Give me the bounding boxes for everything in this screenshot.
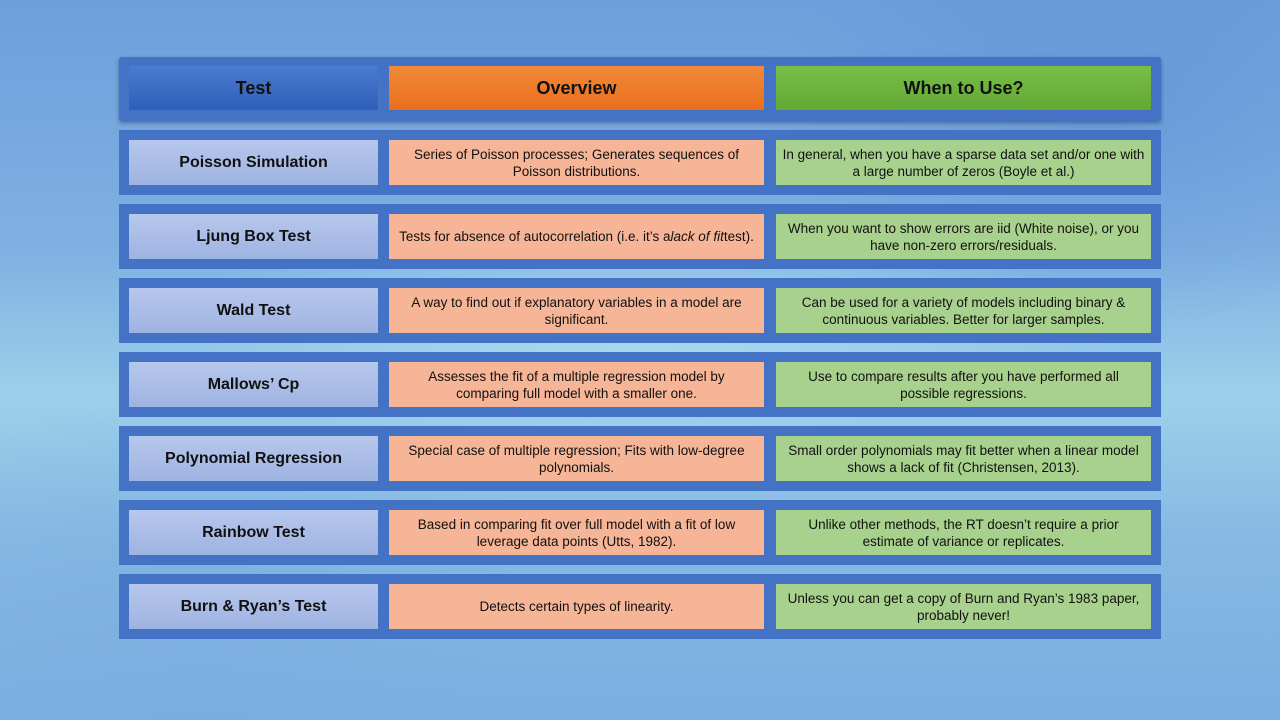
row-overview: Assesses the fit of a multiple regressio… xyxy=(389,362,764,407)
row-when-to-use: When you want to show errors are iid (Wh… xyxy=(776,214,1151,259)
row-when-to-use: In general, when you have a sparse data … xyxy=(776,140,1151,185)
row-test-name: Poisson Simulation xyxy=(129,140,378,185)
row-overview: A way to find out if explanatory variabl… xyxy=(389,288,764,333)
header-when-to-use: When to Use? xyxy=(776,66,1151,110)
row-overview: Tests for absence of autocorrelation (i.… xyxy=(389,214,764,259)
header-overview: Overview xyxy=(389,66,764,110)
row-overview: Detects certain types of linearity. xyxy=(389,584,764,629)
row-test-name: Mallows’ Cp xyxy=(129,362,378,407)
row-when-to-use: Small order polynomials may fit better w… xyxy=(776,436,1151,481)
row-when-to-use: Use to compare results after you have pe… xyxy=(776,362,1151,407)
row-test-name: Burn & Ryan’s Test xyxy=(129,584,378,629)
header-test: Test xyxy=(129,66,378,110)
row-test-name: Polynomial Regression xyxy=(129,436,378,481)
row-when-to-use: Unless you can get a copy of Burn and Ry… xyxy=(776,584,1151,629)
overview-text-emphasis: lack of fit xyxy=(670,229,724,244)
row-test-name: Rainbow Test xyxy=(129,510,378,555)
row-when-to-use: Can be used for a variety of models incl… xyxy=(776,288,1151,333)
row-overview: Series of Poisson processes; Generates s… xyxy=(389,140,764,185)
overview-text-post: test). xyxy=(723,229,754,244)
row-test-name: Ljung Box Test xyxy=(129,214,378,259)
row-test-name: Wald Test xyxy=(129,288,378,333)
row-overview: Special case of multiple regression; Fit… xyxy=(389,436,764,481)
row-when-to-use: Unlike other methods, the RT doesn’t req… xyxy=(776,510,1151,555)
row-overview: Based in comparing fit over full model w… xyxy=(389,510,764,555)
overview-text-pre: Tests for absence of autocorrelation (i.… xyxy=(399,229,671,244)
